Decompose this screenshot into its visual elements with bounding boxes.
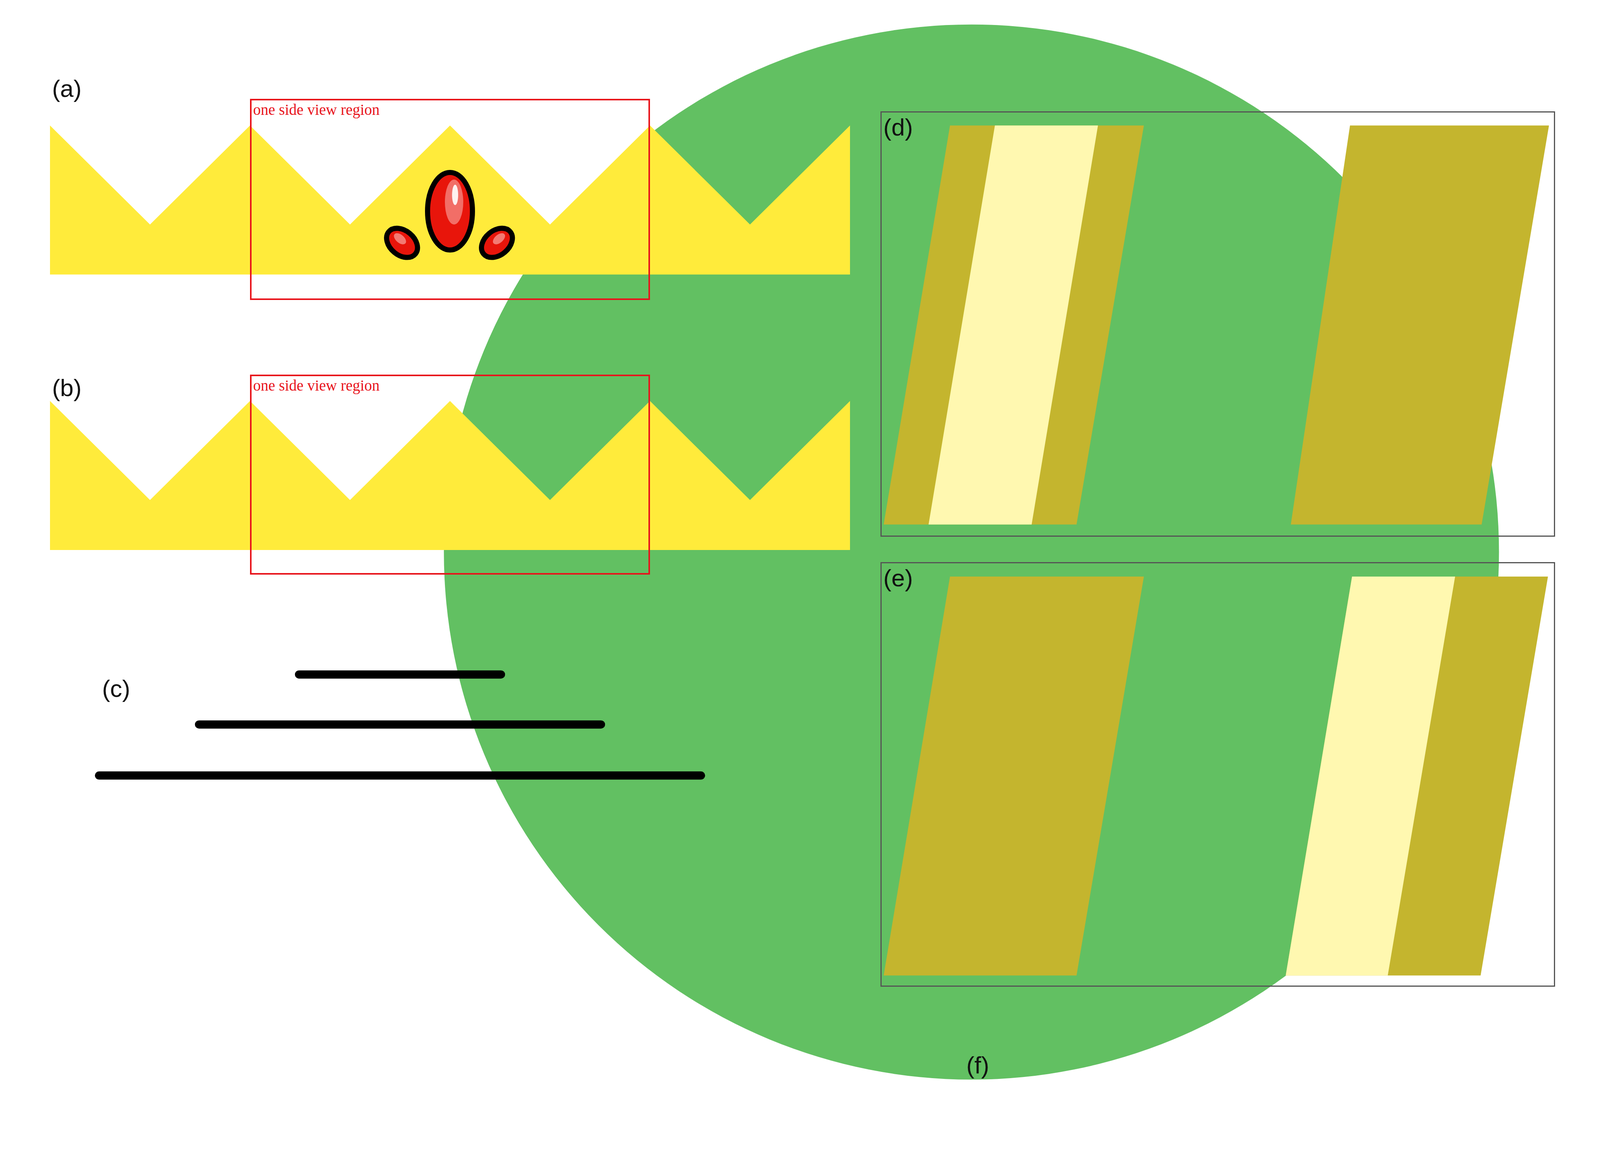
panel-frame: (d) [880,111,1556,537]
strip-pair [883,576,1549,976]
region-label: one side view region [251,376,380,395]
view-region: one side view region [250,374,650,575]
length-bars [98,674,701,776]
gem-cluster [380,172,518,264]
panel-letter: (b) [51,374,82,402]
panel-letter: (f) [966,1051,990,1079]
panel-letter: (c) [101,675,131,702]
crown-band [50,401,850,550]
strip-pair [883,125,1549,525]
view-region: one side view region [250,98,650,300]
panel-letter: (e) [881,563,913,592]
panel-frame: (e) [880,562,1556,987]
panel-letter: (a) [51,75,82,102]
region-label: one side view region [251,100,380,119]
panel-letter: (d) [881,112,913,141]
crown-band [50,125,850,275]
